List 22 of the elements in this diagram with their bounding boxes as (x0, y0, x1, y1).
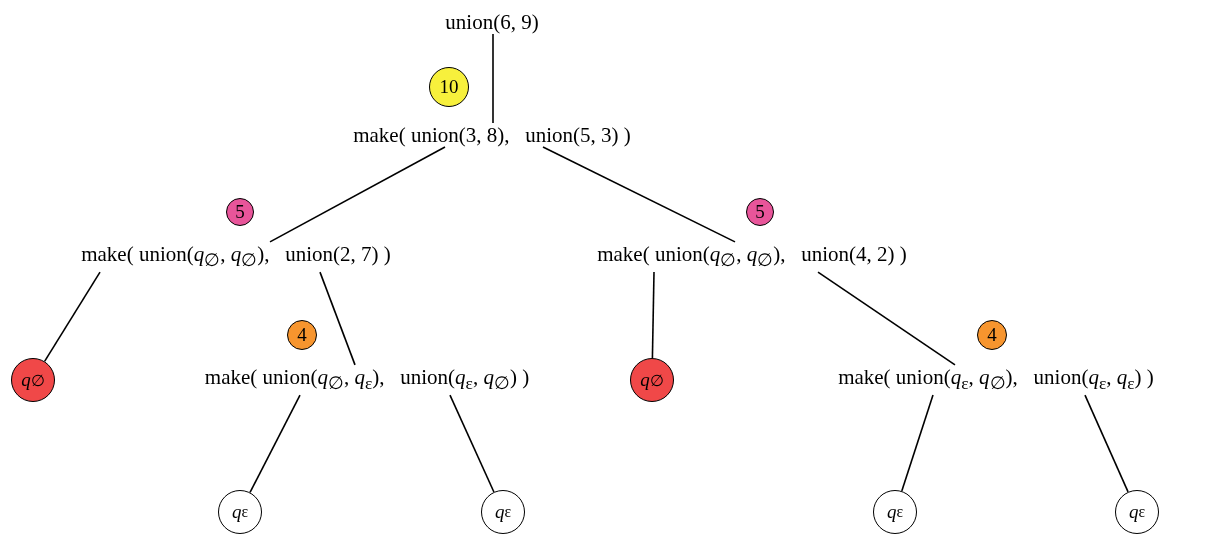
tree-edge (249, 394, 301, 494)
tree-edge (269, 146, 446, 243)
number-badge: 5 (746, 198, 774, 226)
tree-edge (651, 271, 655, 359)
expression-text: make( union(3, 8), union(5, 3) ) (353, 123, 631, 147)
number-badge: 5 (226, 198, 254, 226)
tree-edge (817, 271, 956, 366)
tree-edge (492, 33, 494, 124)
number-badge: 4 (977, 320, 1007, 350)
expression-text: union(6, 9) (445, 10, 539, 34)
tree-edge (319, 271, 356, 366)
expression-text: make( union(q$_{ε}$, q$_{∅}$), union(q$_{ε}$, q$_{ε}$) ) (838, 364, 1154, 396)
expression-text: make( union(q$_{∅}$, q$_{∅}$), union(2, 7) ) (81, 241, 391, 273)
number-badge: 4 (287, 320, 317, 350)
number-badge: 10 (429, 67, 469, 107)
tree-edge (901, 394, 934, 492)
tree-edge (542, 146, 736, 243)
tree-edge (449, 394, 495, 493)
expression-text: make( union(q$_{∅}$, q$_{∅}$), union(4, 2) ) (597, 241, 907, 273)
tree-edge (1084, 394, 1129, 493)
tree-edge (43, 271, 101, 363)
expression-text: make( union(q$_{∅}$, q$_{ε}$), union(q$_{ε}$, q$_{∅}$) ) (204, 364, 530, 396)
